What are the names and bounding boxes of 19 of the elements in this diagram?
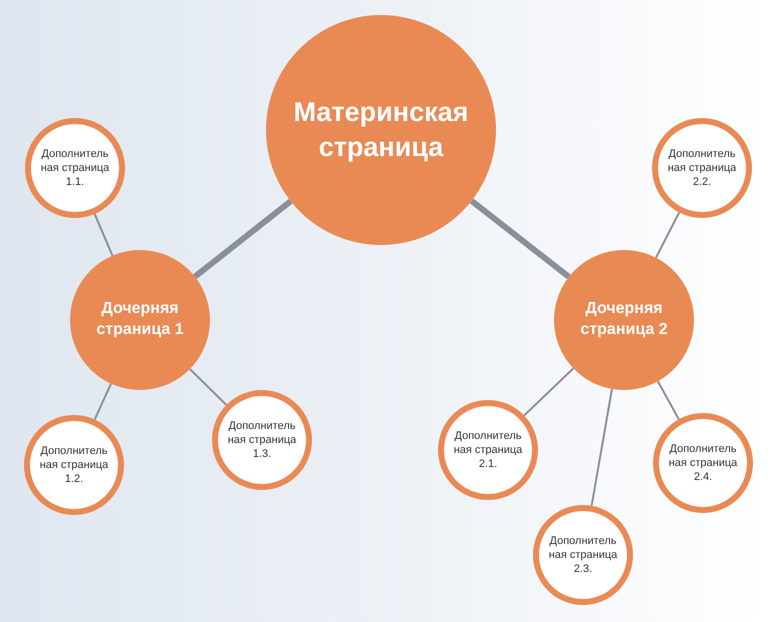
node-label: Дополнительная страница 2.4. — [668, 442, 738, 484]
node-label: Дочерняя страница 2 — [579, 299, 669, 340]
node-label: Дополнительная страница 1.3. — [227, 418, 297, 462]
connector-line — [189, 368, 228, 406]
connector-line — [590, 388, 613, 506]
node-label: Дополнительная страница 1.2. — [39, 444, 109, 486]
connector-line — [94, 383, 112, 420]
connector-line — [94, 214, 114, 256]
node-label: Дочерняя страница 1 — [95, 299, 185, 340]
connector-line — [193, 198, 293, 280]
node-label: Дополнительная страница 1.1. — [40, 146, 110, 190]
node-label: Материнская страница — [292, 96, 470, 164]
node-label: Дополнительная страница 2.2. — [667, 146, 737, 190]
connector-line — [656, 380, 680, 420]
connector-line — [655, 212, 680, 258]
connector-line — [523, 368, 574, 416]
node-label: Дополнительная страница 2.3. — [548, 534, 618, 576]
connector-line — [470, 198, 571, 280]
node-label: Дополнительная страница 2.1. — [453, 428, 523, 472]
